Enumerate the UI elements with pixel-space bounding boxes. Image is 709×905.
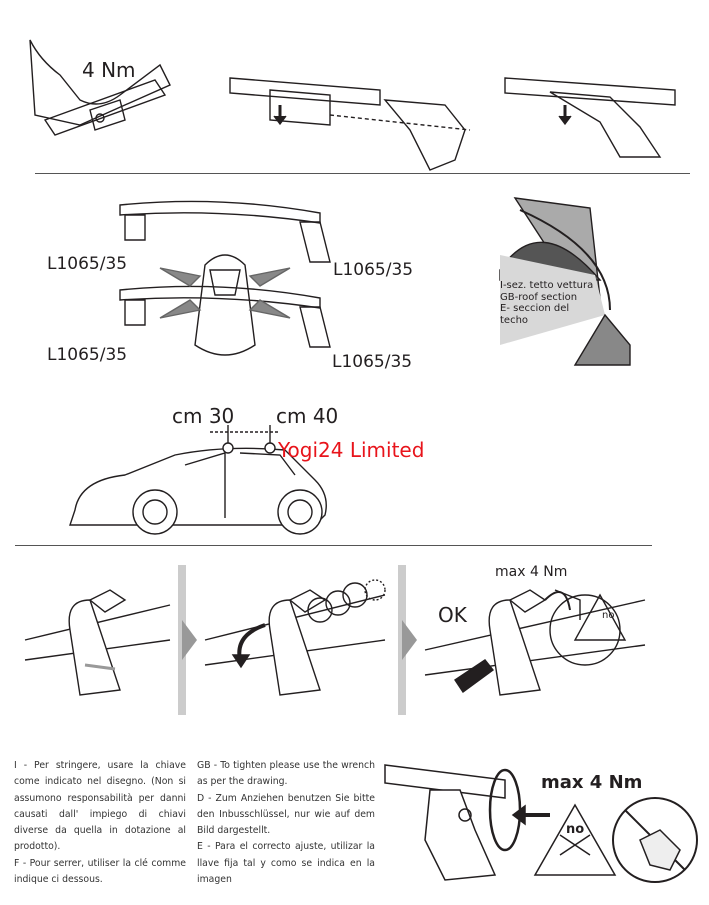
bar-label-rear-left: L1065/35 [47, 345, 128, 365]
instruction-english: GB - To tighten please use the wrench as… [197, 760, 375, 788]
ok-label: OK [438, 603, 467, 627]
distance-rear-label: cm 40 [276, 404, 339, 428]
roof-label-e: E- seccion del [500, 303, 570, 314]
bar-label-front-right: L1065/35 [333, 260, 414, 280]
watermark: Yogi24 Limited [278, 438, 425, 462]
roof-label-it: I-sez. tetto vettura [500, 280, 594, 291]
roof-section-label: I-sez. tetto vettura GB-roof section E- … [500, 280, 593, 326]
instruction-spanish: E - Para el correcto ajuste, utilizar la… [197, 841, 375, 886]
instruction-italian: I - Per stringere, usare la chiave come … [14, 760, 186, 853]
bar-label-rear-right: L1065/35 [332, 352, 413, 372]
bottom-max-torque-label: max 4 Nm [541, 772, 643, 793]
section-divider [15, 545, 652, 546]
instructions-column-left: I - Per stringere, usare la chiave come … [14, 758, 186, 888]
instruction-german: D - Zum Anziehen benutzen Sie bitte den … [197, 792, 375, 837]
no-label: no [602, 610, 615, 621]
section-divider [35, 173, 690, 174]
instruction-french: F - Pour serrer, utiliser la clé comme i… [14, 857, 186, 886]
bottom-no-label: no [566, 822, 585, 837]
step1-torque-label: 4 Nm [82, 58, 136, 82]
max-torque-label: max 4 Nm [495, 564, 568, 580]
roof-label-gb: GB-roof section [500, 291, 578, 303]
roof-label-e-cont: techo [500, 314, 529, 326]
instructions-column-right: GB - To tighten please use the wrench as… [197, 758, 375, 888]
distance-front-label: cm 30 [172, 404, 235, 428]
bar-label-front-left: L1065/35 [47, 254, 128, 274]
